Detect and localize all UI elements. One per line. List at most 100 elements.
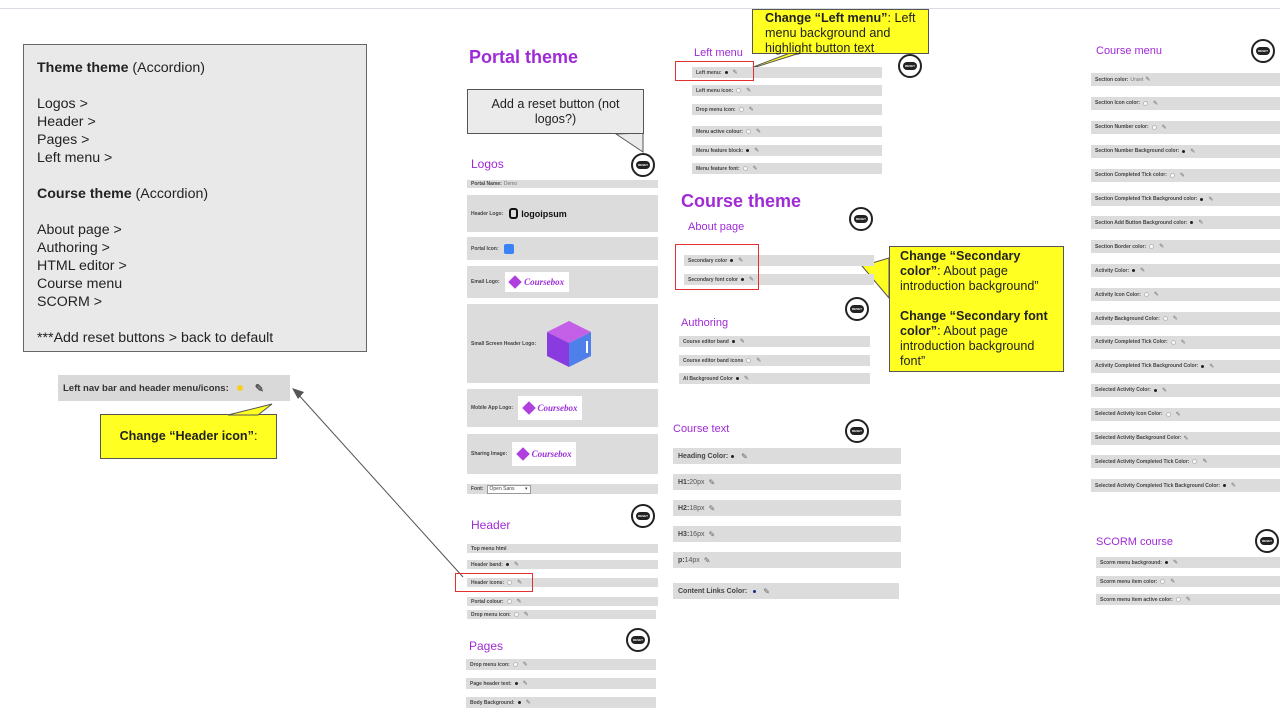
authoring-setting-row[interactable]: Course editor band icons✎ [679, 355, 870, 366]
color-swatch[interactable] [1149, 244, 1155, 250]
color-swatch[interactable] [738, 107, 744, 112]
pencil-icon[interactable]: ✎ [1180, 339, 1186, 346]
course-menu-setting-row[interactable]: Selected Activity Icon Color:✎ [1091, 407, 1280, 421]
course-menu-setting-row[interactable]: Section color:Unset✎ [1091, 73, 1280, 86]
pencil-icon[interactable]: ✎ [513, 562, 519, 568]
pencil-icon[interactable]: ✎ [517, 580, 523, 586]
course-menu-setting-row[interactable]: Selected Activity Completed Tick Color:✎ [1091, 455, 1280, 469]
color-swatch[interactable] [1201, 364, 1205, 368]
logos-reset-icon[interactable]: RESET [631, 153, 655, 177]
color-swatch[interactable] [1132, 269, 1136, 273]
pencil-icon[interactable]: ✎ [708, 477, 716, 487]
header-icon-swatch[interactable] [236, 385, 243, 391]
color-swatch[interactable] [1162, 316, 1168, 321]
pencil-icon[interactable]: ✎ [746, 88, 752, 94]
authoring-setting-row[interactable]: Course editor band✎ [679, 336, 870, 347]
email-logo-row[interactable]: Email Logo: Coursebox [467, 266, 658, 298]
course-menu-setting-row[interactable]: Selected Activity Color:✎ [1091, 383, 1280, 397]
pencil-icon[interactable]: ✎ [1161, 124, 1167, 131]
scorm-setting-row[interactable]: Scorm menu item active color:✎ [1096, 594, 1280, 605]
course-text-reset-icon[interactable]: RESET [845, 419, 869, 443]
color-swatch[interactable] [1143, 100, 1149, 106]
color-swatch[interactable] [506, 599, 512, 604]
header-setting-row[interactable]: Drop menu icon:✎ [467, 610, 656, 619]
header-setting-row[interactable]: Portal colour:✎ [467, 597, 658, 606]
color-swatch[interactable] [724, 71, 728, 74]
color-swatch[interactable] [1153, 388, 1157, 392]
color-swatch[interactable] [512, 662, 518, 667]
pencil-icon[interactable]: ✎ [1183, 435, 1189, 442]
pencil-icon[interactable]: ✎ [1190, 148, 1196, 155]
course-text-setting-row[interactable]: Content Links Color:✎ [673, 583, 899, 599]
pencil-icon[interactable]: ✎ [1161, 387, 1167, 394]
pencil-icon[interactable]: ✎ [741, 451, 748, 461]
pencil-icon[interactable]: ✎ [1175, 411, 1181, 418]
left-menu-setting-row[interactable]: Menu feature block:✎ [692, 145, 882, 156]
pencil-icon[interactable]: ✎ [752, 166, 758, 172]
color-swatch[interactable] [1169, 172, 1175, 178]
pencil-icon[interactable]: ✎ [708, 529, 716, 539]
header-reset-icon[interactable]: RESET [631, 504, 655, 528]
course-menu-setting-row[interactable]: Activity Completed Tick Color:✎ [1091, 335, 1280, 349]
portal-icon-row[interactable]: Portal Icon: [467, 237, 658, 260]
color-swatch[interactable] [1143, 292, 1149, 298]
portal-name-row[interactable]: Portal Name:Demo [467, 180, 658, 188]
color-swatch[interactable] [753, 589, 757, 593]
pencil-icon[interactable]: ✎ [1209, 363, 1215, 370]
pencil-icon[interactable]: ✎ [1145, 77, 1151, 83]
header-setting-row[interactable]: Top menu html [467, 544, 658, 553]
mobile-app-logo-row[interactable]: Mobile App Logo: Coursebox [467, 389, 658, 427]
sharing-image-row[interactable]: Sharing Image: Coursebox [467, 434, 658, 474]
pencil-icon[interactable]: ✎ [1202, 459, 1208, 466]
color-swatch[interactable] [513, 612, 519, 617]
pencil-icon[interactable]: ✎ [1153, 100, 1159, 107]
color-swatch[interactable] [507, 580, 513, 585]
pencil-icon[interactable]: ✎ [1140, 268, 1146, 275]
color-swatch[interactable] [1192, 459, 1198, 465]
color-swatch[interactable] [1200, 197, 1204, 201]
color-swatch[interactable] [736, 88, 742, 93]
pencil-icon[interactable]: ✎ [754, 148, 760, 154]
pencil-icon[interactable]: ✎ [1153, 292, 1159, 299]
pencil-icon[interactable]: ✎ [1159, 244, 1165, 251]
color-swatch[interactable] [746, 358, 752, 363]
about-reset-icon[interactable]: RESET [849, 207, 873, 231]
color-swatch[interactable] [1182, 149, 1186, 153]
pencil-icon[interactable]: ✎ [748, 107, 754, 113]
scorm-reset-icon[interactable]: RESET [1255, 529, 1279, 553]
color-swatch[interactable] [730, 259, 734, 262]
course-menu-reset-icon[interactable]: RESET [1251, 39, 1275, 63]
pencil-icon[interactable]: ✎ [254, 382, 264, 395]
pencil-icon[interactable]: ✎ [708, 503, 716, 513]
left-menu-setting-row[interactable]: Left menu icon:✎ [692, 85, 882, 96]
color-swatch[interactable] [741, 278, 745, 281]
course-menu-setting-row[interactable]: Section Icon color:✎ [1091, 96, 1280, 110]
course-menu-setting-row[interactable]: Section Add Button Background color:✎ [1091, 216, 1280, 230]
color-swatch[interactable] [517, 701, 521, 704]
pencil-icon[interactable]: ✎ [738, 258, 744, 264]
course-menu-setting-row[interactable]: Section Number color:✎ [1091, 120, 1280, 134]
color-swatch[interactable] [742, 166, 748, 171]
small-screen-logo-row[interactable]: Small Screen Header Logo: [467, 304, 658, 383]
pencil-icon[interactable]: ✎ [522, 681, 528, 687]
left-menu-setting-row[interactable]: Menu feature font:✎ [692, 163, 882, 174]
pencil-icon[interactable]: ✎ [1179, 172, 1185, 179]
course-menu-setting-row[interactable]: Activity Icon Color:✎ [1091, 288, 1280, 302]
left-menu-setting-row[interactable]: Left menu:✎ [692, 67, 882, 78]
color-swatch[interactable] [1190, 221, 1194, 225]
color-swatch[interactable] [514, 682, 518, 685]
pencil-icon[interactable]: ✎ [744, 376, 750, 382]
pencil-icon[interactable]: ✎ [756, 358, 762, 364]
pencil-icon[interactable]: ✎ [749, 277, 755, 283]
authoring-reset-icon[interactable]: RESET [845, 297, 869, 321]
pages-setting-row[interactable]: Body Background:✎ [466, 697, 656, 708]
about-setting-row[interactable]: Secondary font color✎ [684, 274, 874, 285]
about-setting-row[interactable]: Secondary color✎ [684, 255, 874, 266]
font-select[interactable]: Open Sans ▾ [486, 484, 531, 494]
course-menu-setting-row[interactable]: Section Border color:✎ [1091, 240, 1280, 254]
course-text-setting-row[interactable]: Heading Color:✎ [673, 448, 901, 464]
course-menu-setting-row[interactable]: Selected Activity Background Color:✎ [1091, 431, 1280, 445]
course-menu-setting-row[interactable]: Selected Activity Completed Tick Backgro… [1091, 479, 1280, 493]
pencil-icon[interactable]: ✎ [516, 599, 522, 605]
pencil-icon[interactable]: ✎ [1208, 196, 1214, 203]
